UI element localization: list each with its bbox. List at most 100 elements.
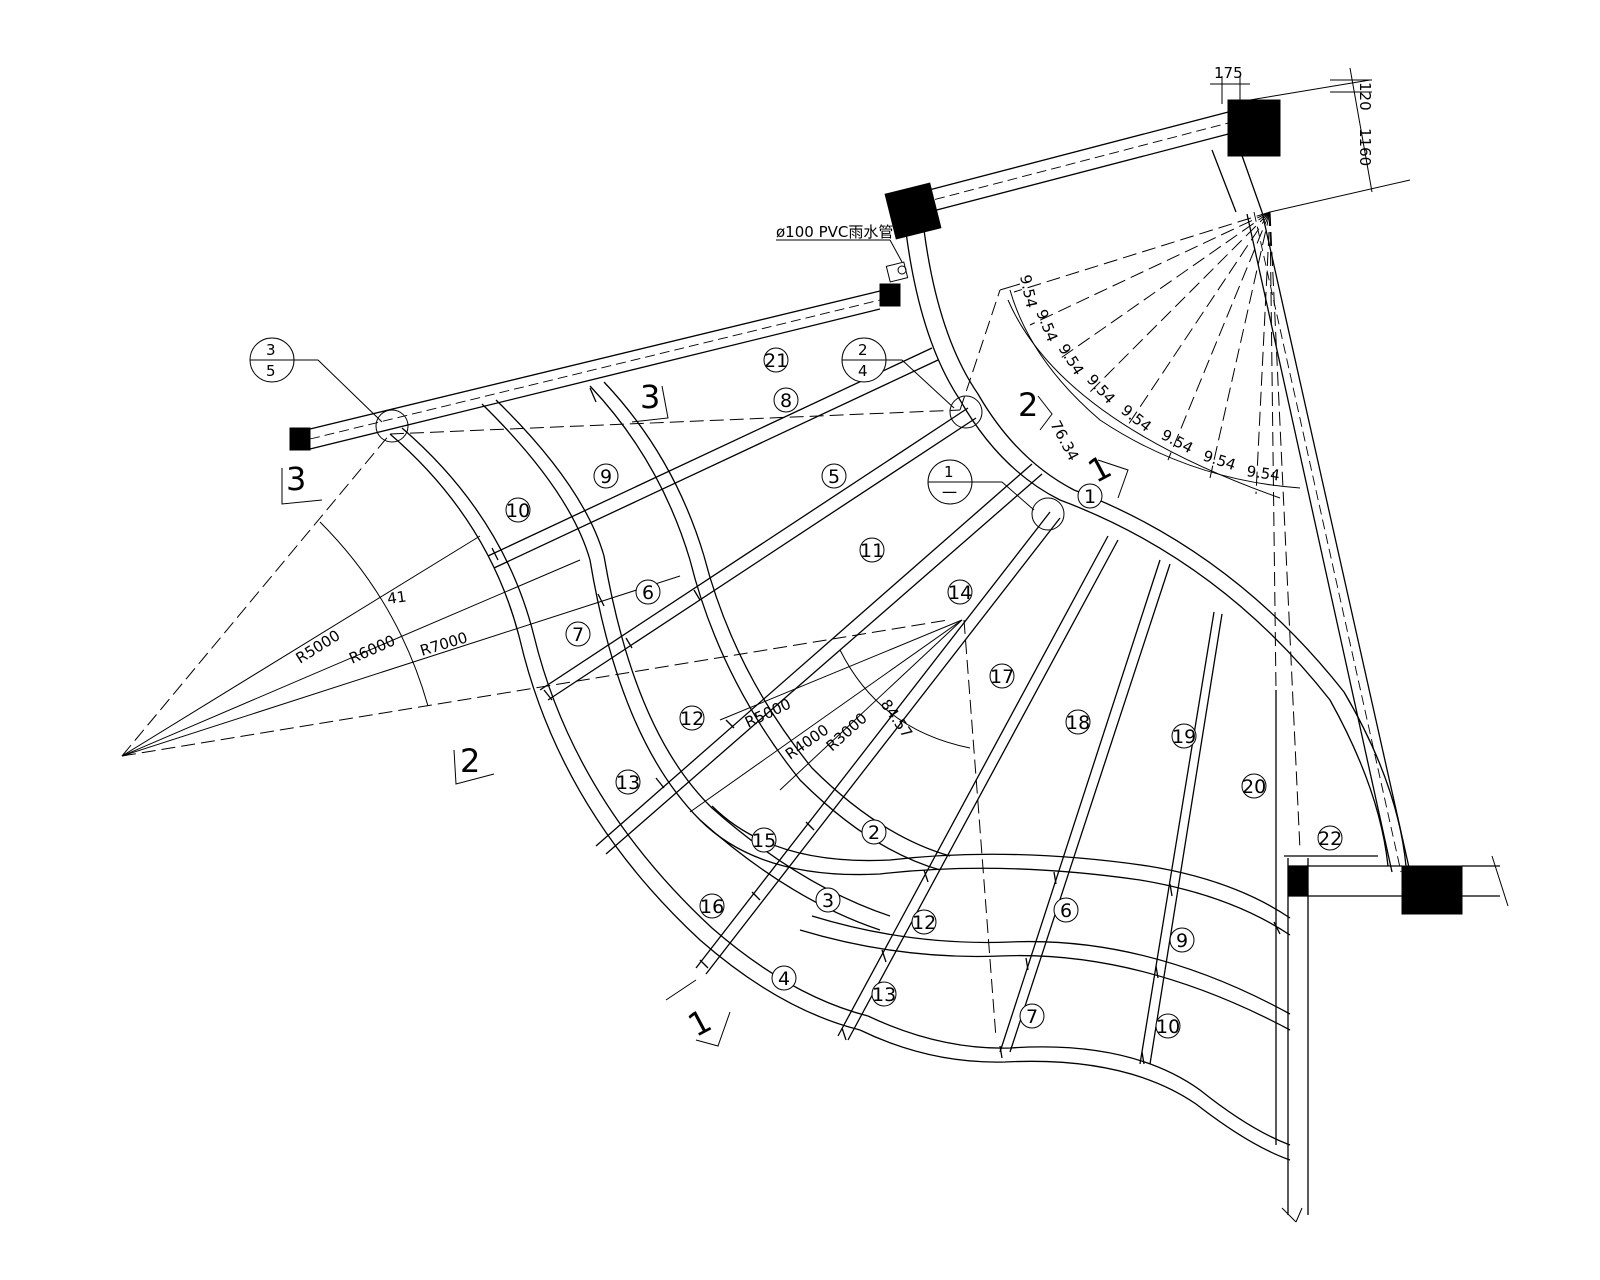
detail-ref-2-4-top: 2 [858, 341, 868, 359]
radius-dimensions-center: R5000 R4000 R3000 84.57 [689, 619, 971, 813]
svg-text:5: 5 [828, 466, 840, 488]
svg-text:16: 16 [700, 896, 724, 918]
dim-angle-84: 84.57 [877, 696, 916, 742]
svg-text:10: 10 [506, 500, 530, 522]
svg-text:13: 13 [616, 772, 640, 794]
dim-120: 120 [1356, 82, 1374, 111]
slab-label: 10 [505, 497, 531, 523]
svg-text:2: 2 [868, 822, 880, 844]
pvc-pipe-note: ø100 PVC雨水管 [776, 223, 909, 283]
detail-ref-1-top: 1 [944, 463, 954, 481]
slab-labels: 21 8 9 10 5 11 6 7 14 17 18 19 20 22 12 … [505, 347, 1343, 1039]
radius-dimensions-left: R5000 R6000 R7000 41 [121, 521, 681, 757]
dim-angle-76: 76.34 [1046, 417, 1082, 463]
slab-label: 12 [679, 705, 705, 731]
dim-r6000-left: R6000 [346, 631, 398, 667]
radial-beams [487, 347, 1277, 1145]
svg-text:1: 1 [1084, 486, 1096, 508]
pvc-note-text: ø100 PVC雨水管 [776, 223, 893, 241]
detail-ref-2-4-bottom: 4 [858, 362, 868, 380]
angle-step-4: 9.54 [1083, 371, 1119, 408]
angle-step-7: 9.54 [1201, 447, 1238, 474]
svg-text:6: 6 [642, 582, 654, 604]
slab-label: 10 [1155, 1013, 1181, 1039]
section-marks: 3 3 2 2 1 1 [281, 378, 1129, 1047]
slab-label: 4 [771, 965, 797, 991]
column-small-left [289, 427, 311, 451]
dim-angle-41: 41 [386, 587, 407, 607]
slab-label: 6 [1053, 897, 1079, 923]
svg-text:3: 3 [822, 890, 834, 912]
column-top-right [1227, 99, 1281, 157]
slab-label: 20 [1241, 773, 1267, 799]
slab-label: 19 [1171, 723, 1197, 749]
slab-label: 18 [1065, 709, 1091, 735]
slab-label: 22 [1317, 825, 1343, 851]
svg-text:18: 18 [1066, 712, 1090, 734]
column-right [1401, 865, 1463, 915]
slab-label: 7 [1019, 1003, 1045, 1029]
column-top-left [884, 182, 942, 240]
svg-text:19: 19 [1172, 726, 1196, 748]
slab-label: 8 [773, 387, 799, 413]
dim-r5000-left: R5000 [293, 626, 344, 667]
detail-ref-1-bottom: 一 [942, 484, 957, 502]
slab-label: 7 [565, 621, 591, 647]
svg-text:8: 8 [780, 390, 792, 412]
angle-step-6: 9.54 [1158, 426, 1196, 458]
slab-label: 21 [763, 347, 789, 373]
svg-text:22: 22 [1318, 828, 1342, 850]
angle-step-2: 9.54 [1032, 307, 1061, 345]
detail-ref-3-5: 3 5 [249, 337, 409, 443]
slab-label: 6 [635, 579, 661, 605]
svg-text:10: 10 [1156, 1016, 1180, 1038]
joint-ticks [491, 387, 1281, 1065]
section-3-top: 3 [640, 378, 660, 416]
angle-step-8: 9.54 [1245, 462, 1281, 484]
detail-ref-2-4: 2 4 [841, 337, 983, 429]
svg-text:20: 20 [1242, 776, 1266, 798]
svg-text:14: 14 [948, 582, 972, 604]
section-3-left: 3 [286, 460, 306, 498]
slab-label: 15 [751, 827, 777, 853]
column-small-mid [879, 283, 901, 307]
svg-text:7: 7 [1026, 1006, 1038, 1028]
column-small-bottom [1287, 865, 1309, 897]
svg-text:11: 11 [860, 540, 884, 562]
section-2-top: 2 [1018, 386, 1038, 424]
svg-text:9: 9 [600, 466, 612, 488]
slab-label: 3 [815, 887, 841, 913]
svg-text:7: 7 [572, 624, 584, 646]
svg-text:4: 4 [778, 968, 790, 990]
detail-ref-1: 1 一 [927, 459, 1065, 531]
construction-lines [121, 79, 1411, 1039]
dim-r7000-left: R7000 [418, 628, 470, 659]
slab-label: 13 [871, 981, 897, 1007]
svg-text:13: 13 [872, 984, 896, 1006]
angle-step-5: 9.54 [1118, 401, 1155, 436]
svg-text:17: 17 [990, 666, 1014, 688]
slab-label: 13 [615, 769, 641, 795]
svg-text:6: 6 [1060, 900, 1072, 922]
slab-label: 12 [911, 909, 937, 935]
slab-label: 16 [699, 893, 725, 919]
dim-r3000-center: R3000 [823, 709, 871, 755]
upper-beam [309, 290, 881, 450]
section-2-left: 2 [460, 742, 480, 780]
svg-text:21: 21 [764, 350, 788, 372]
angle-arc: 76.34 9.54 9.54 9.54 9.54 9.54 9.54 9.54… [999, 273, 1301, 499]
detail-ref-3-5-bottom: 5 [266, 362, 276, 380]
slab-label: 5 [821, 463, 847, 489]
right-wall [1281, 855, 1509, 1223]
angle-step-1: 9.54 [1016, 273, 1041, 309]
slab-label: 17 [989, 663, 1015, 689]
dim-1160: 1160 [1356, 128, 1374, 166]
angle-step-3: 9.54 [1055, 341, 1088, 379]
svg-text:12: 12 [912, 912, 936, 934]
svg-text:9: 9 [1176, 930, 1188, 952]
svg-text:15: 15 [752, 830, 776, 852]
detail-ref-3-5-top: 3 [266, 341, 276, 359]
slab-label: 2 [861, 819, 887, 845]
dim-175: 175 [1214, 64, 1243, 82]
